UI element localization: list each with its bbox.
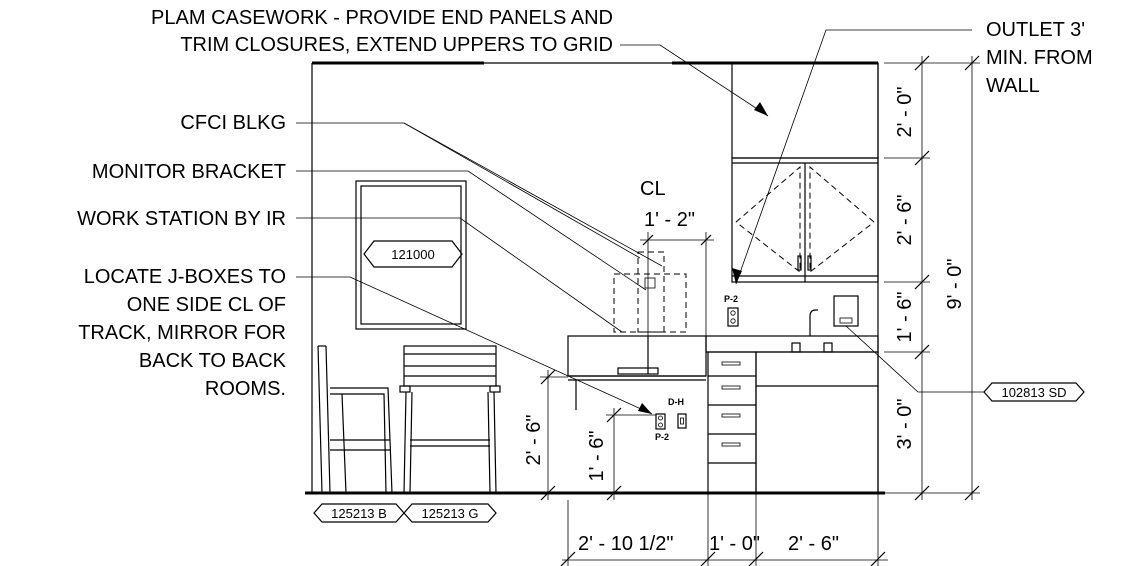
dim-one-six-left: 1' - 6": [586, 431, 608, 482]
dim-two-six-left: 2' - 6": [523, 415, 545, 466]
monitor-bracket: [613, 251, 687, 333]
dim-bottom-a: 2' - 10 1/2": [578, 533, 673, 555]
note-jbox-line4: BACK TO BACK: [139, 350, 287, 372]
note-outlet-line1: OUTLET 3': [986, 19, 1085, 41]
cl-label: CL: [640, 178, 666, 200]
notes: PLAM CASEWORK - PROVIDE END PANELS AND T…: [77, 7, 1093, 400]
dim-one-six-right: 1' - 6": [894, 292, 916, 343]
dim-bottom-c: 2' - 6": [788, 533, 839, 555]
device-label-p2-upper: P-2: [724, 294, 738, 304]
dim-three-zero: 3' - 0": [894, 399, 916, 450]
note-plam-line2: TRIM CLOSURES, EXTEND UPPERS TO GRID: [180, 34, 613, 56]
tag-sd: 102813 SD: [983, 382, 1085, 402]
tag-frame: 121000: [363, 240, 463, 268]
note-workstation: WORK STATION BY IR: [77, 208, 286, 230]
outlet-upper: P-2: [724, 294, 739, 327]
upper-cabinets: [731, 62, 879, 283]
leaders: [296, 29, 984, 415]
dim-two-zero: 2' - 0": [894, 87, 916, 138]
note-jbox-line1: LOCATE J-BOXES TO: [84, 266, 286, 288]
note-outlet-line2: MIN. FROM: [986, 47, 1093, 69]
note-jbox-line3: TRACK, MIRROR FOR: [78, 322, 286, 344]
note-jbox-line2: ONE SIDE CL OF: [127, 294, 286, 316]
tag-g: 125213 G: [403, 503, 497, 523]
dimension-bottom: 2' - 10 1/2" 1' - 0" 2' - 6": [560, 493, 888, 566]
room-outline: [305, 61, 885, 495]
outlet-lower: D-H P-2: [655, 397, 687, 442]
tag-b-label: 125213 B: [331, 506, 387, 521]
chair-left: [317, 345, 393, 494]
tag-frame-label: 121000: [391, 247, 434, 262]
note-cfci: CFCI BLKG: [180, 112, 286, 134]
tag-g-label: 125213 G: [421, 506, 478, 521]
tag-sd-label: 102813 SD: [1001, 385, 1066, 400]
note-outlet-line3: WALL: [986, 75, 1040, 97]
dim-one-two: 1' - 2": [644, 209, 695, 231]
dim-bottom-b: 1' - 0": [709, 533, 760, 555]
note-monitor: MONITOR BRACKET: [92, 161, 286, 183]
device-label-dh: D-H: [668, 397, 684, 407]
dim-nine-zero: 9' - 0": [944, 259, 966, 310]
work-station: [567, 335, 707, 410]
device-label-p2-lower: P-2: [655, 432, 669, 442]
tag-b: 125213 B: [313, 503, 405, 523]
note-plam-line1: PLAM CASEWORK - PROVIDE END PANELS AND: [151, 7, 613, 29]
dimension-left: 2' - 6" 1' - 6": [523, 369, 656, 501]
chair-right: [399, 345, 501, 494]
note-jbox-line5: ROOMS.: [205, 378, 286, 400]
dimension-right: 2' - 0" 2' - 6" 1' - 6" 3' - 0" 9' - 0": [884, 55, 980, 501]
dimension-cl: CL 1' - 2": [640, 178, 714, 336]
dim-two-six-upper: 2' - 6": [894, 195, 916, 246]
